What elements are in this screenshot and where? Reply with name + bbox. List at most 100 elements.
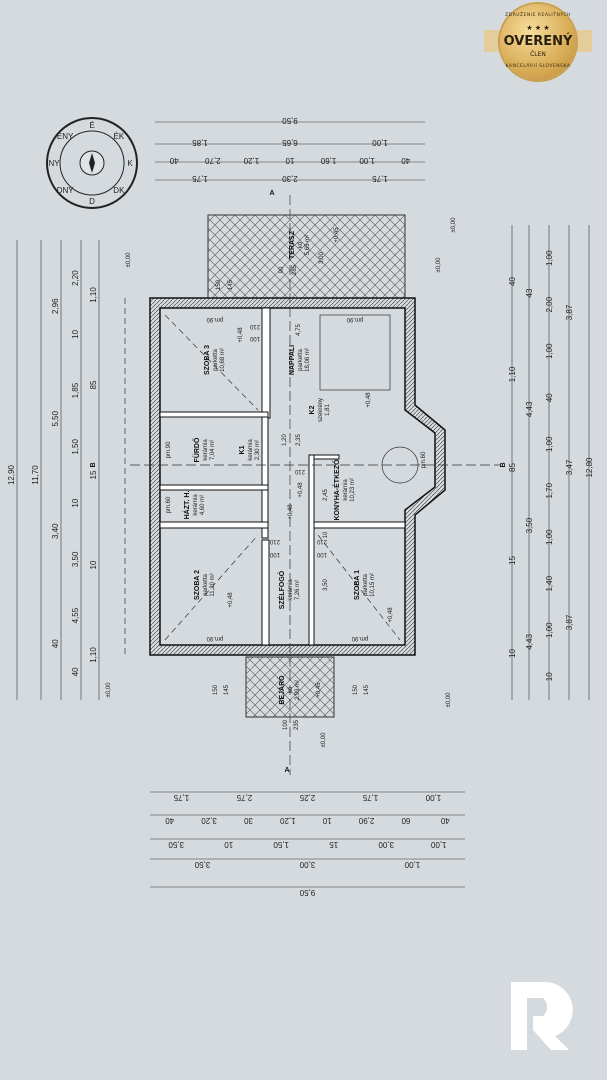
- dimension-label-top: 40: [401, 156, 410, 165]
- level-mark: +0,48: [298, 482, 304, 498]
- dimension-label-right: 3,47: [565, 459, 574, 475]
- room-floor: parketta: [363, 574, 369, 596]
- inner-dimension-label: 100: [283, 719, 289, 730]
- room-floor: parketta: [298, 349, 304, 371]
- window-mark: pm.90: [346, 316, 363, 322]
- compass-label: K: [127, 159, 133, 168]
- dimension-label-top: 1,75: [372, 174, 388, 183]
- dimension-label-top: 1,00: [372, 138, 388, 147]
- dimension-label-bottom: 10: [224, 840, 233, 849]
- dimension-label-left: 4,55: [71, 607, 80, 623]
- inner-dimension-label: 3,00: [319, 252, 325, 264]
- room-name: TERASZ: [289, 230, 296, 259]
- door-mark: 210: [249, 323, 260, 329]
- dimension-label-left: 1,10: [89, 287, 98, 303]
- dimension-label-right: 1,40: [545, 575, 554, 591]
- dimension-label-right: 2,00: [545, 296, 554, 312]
- room-floor: kő: [288, 686, 294, 693]
- inner-walls: [159, 307, 406, 646]
- level-mark: ±0,00: [436, 257, 442, 273]
- dimension-label-left: 1,50: [71, 439, 80, 455]
- inner-dimension-label: 2,45: [323, 489, 329, 501]
- door-mark: 210: [316, 538, 327, 544]
- window-mark: pm.90: [206, 635, 223, 641]
- door-mark: 210: [269, 538, 280, 544]
- room-name: KONYHA-ÉTKEZŐ: [332, 459, 341, 521]
- dimension-label-bottom: 60: [401, 816, 410, 825]
- dimension-label-left: 10: [71, 498, 80, 507]
- dimension-label-right: 4,43: [525, 634, 534, 650]
- room-floor: kerámia: [248, 439, 254, 461]
- door-mark: 100: [249, 335, 260, 341]
- dimension-label-right: 12,80: [585, 457, 594, 478]
- room-floor: kerámia: [203, 439, 209, 461]
- level-mark: +0,48: [238, 327, 244, 343]
- dimension-label-bottom: 40: [440, 816, 449, 825]
- compass-label: DK: [113, 186, 125, 195]
- dimension-label-right: 1,00: [545, 343, 554, 359]
- dimension-label-bottom: 3,50: [168, 840, 184, 849]
- dimension-label-bottom: 1,50: [273, 840, 289, 849]
- dimension-label-right: 4,43: [525, 401, 534, 417]
- dimension-label-bottom: 3,20: [201, 816, 217, 825]
- dimension-label-left: 10: [89, 560, 98, 569]
- room-name: FÜRDŐ: [192, 437, 201, 462]
- room-name: NAPPALI: [289, 345, 296, 375]
- dimension-label-top: 1,85: [192, 138, 208, 147]
- inner-dimension-label: 150: [216, 279, 222, 290]
- level-mark: +0,45: [316, 682, 322, 698]
- inner-dimension-label: 1,20: [282, 434, 288, 446]
- dimension-label-top: 1,20: [243, 156, 259, 165]
- dimension-label-left: 1,85: [71, 382, 80, 398]
- window-mark: pm.90: [206, 316, 223, 322]
- inner-dimension-label: 2,35: [296, 434, 302, 446]
- window-mark: pm.60: [421, 451, 427, 468]
- inner-dimension-label: 150: [213, 684, 219, 695]
- dimension-label-bottom: 15: [329, 840, 338, 849]
- room-area: 10,15 m²: [370, 573, 376, 597]
- dimension-label-left: 3,40: [51, 523, 60, 539]
- dimension-label-right: 3,87: [565, 614, 574, 630]
- window-mark: pm.90: [166, 441, 172, 458]
- room-name: SZOBA 2: [194, 570, 201, 600]
- level-mark: ±0,00: [446, 692, 452, 708]
- dimension-label-right: 1,10: [508, 366, 517, 382]
- section-mark: A: [284, 767, 289, 774]
- level-mark: +0,48: [288, 504, 294, 520]
- dimension-label-bottom: 1,75: [173, 793, 189, 802]
- level-mark: +0,48: [388, 607, 394, 623]
- door-mark: 100: [316, 551, 327, 557]
- dimension-label-left: 40: [71, 667, 80, 676]
- dimension-label-top: 1,00: [359, 156, 375, 165]
- room-area: 2,99 m²: [295, 680, 301, 700]
- room-floor: kerámia: [288, 579, 294, 601]
- room-area: 10,68 m²: [220, 348, 226, 372]
- dimension-label-right: 1,70: [545, 482, 554, 498]
- dimension-label-left: 11,70: [31, 465, 40, 485]
- dimension-label-right: 1,00: [545, 529, 554, 545]
- room-name: SZÉLFOGÓ: [277, 570, 286, 609]
- level-mark: ±0,00: [451, 217, 457, 233]
- room-area: 1,81: [325, 404, 331, 416]
- compass-label: NY: [48, 159, 60, 168]
- dimension-label-bottom: 40: [165, 816, 174, 825]
- compass-label: D: [89, 197, 95, 206]
- outer-walls: [149, 297, 446, 656]
- dimension-label-left: 10: [71, 329, 80, 338]
- dimension-label-bottom: 1,75: [362, 793, 378, 802]
- level-mark: ±0,00: [321, 732, 327, 748]
- dimension-label-bottom: 2,25: [299, 793, 315, 802]
- dimension-label-left: 2,20: [71, 270, 80, 286]
- seal-stars: ★ ★ ★: [526, 24, 550, 32]
- dimension-label-left: 40: [51, 639, 60, 648]
- dimension-label-left: 3,50: [71, 551, 80, 567]
- dimension-label-bottom: 3,50: [194, 860, 210, 869]
- dimension-label-left: 85: [89, 380, 98, 389]
- dimension-label-top: 6,65: [282, 138, 298, 147]
- compass-label: DNY: [57, 186, 75, 195]
- dimension-label-right: 3,50: [525, 517, 534, 533]
- dimension-label-bottom: 2,75: [236, 793, 252, 802]
- inner-dimension-label: 3,50: [323, 579, 329, 591]
